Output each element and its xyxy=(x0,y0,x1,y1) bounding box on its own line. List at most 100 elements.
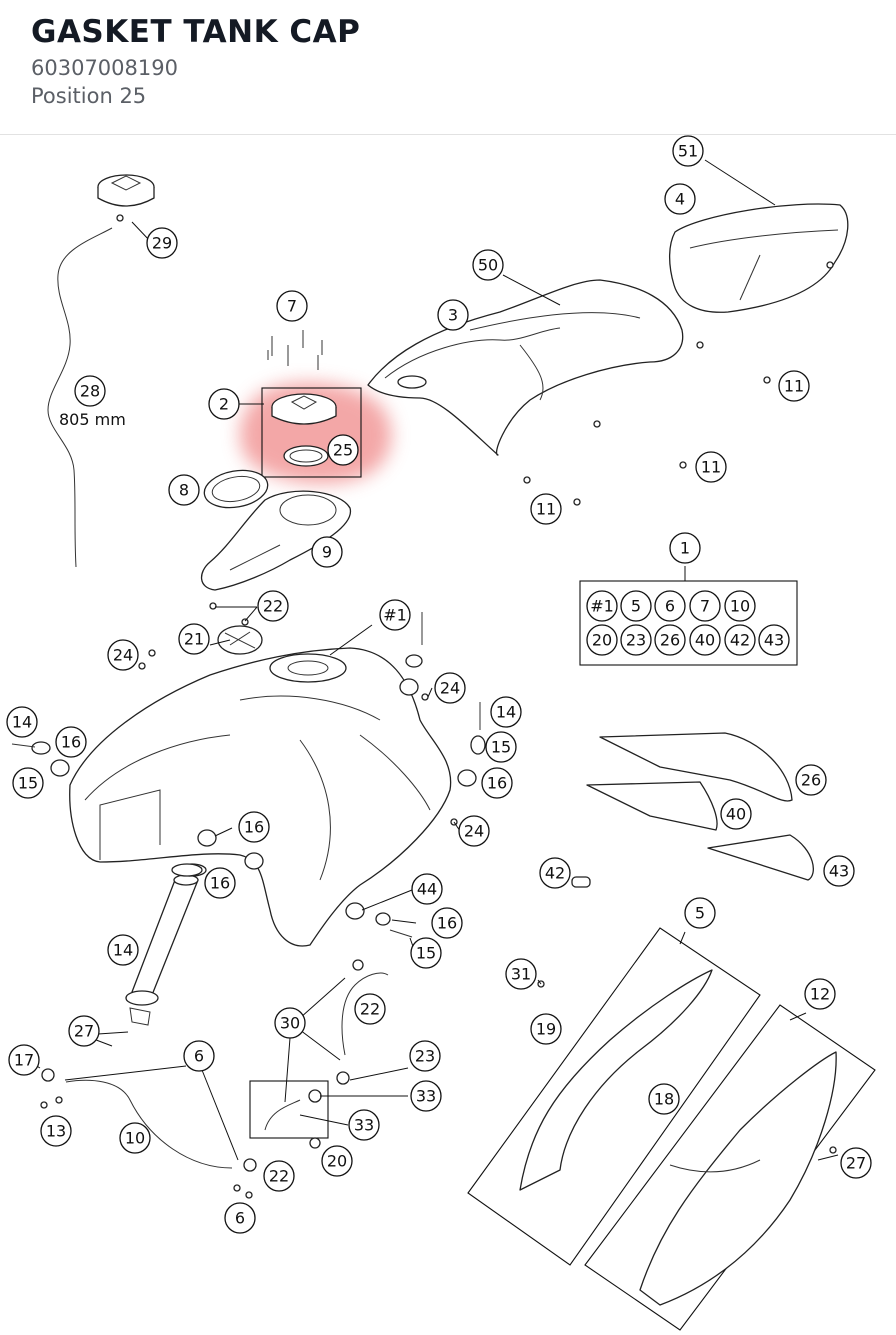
callout-51[interactable]: 51 xyxy=(672,135,704,167)
panel-box-30 xyxy=(584,1004,876,1331)
callout-4[interactable]: 4 xyxy=(664,183,696,215)
callout-label: 25 xyxy=(333,441,353,460)
callout-14[interactable]: 14 xyxy=(6,706,38,738)
callout-22[interactable]: 22 xyxy=(354,993,386,1025)
callout-40[interactable]: 40 xyxy=(720,798,752,830)
callout-26[interactable]: 26 xyxy=(795,764,827,796)
callout-2[interactable]: 2 xyxy=(208,388,240,420)
callout-24[interactable]: 24 xyxy=(458,815,490,847)
callout-21[interactable]: 21 xyxy=(178,623,210,655)
callout-17[interactable]: 17 xyxy=(8,1044,40,1076)
callout-label: 16 xyxy=(61,733,81,752)
callout-circle xyxy=(410,937,442,969)
callout-44[interactable]: 44 xyxy=(411,873,443,905)
callout-14[interactable]: 14 xyxy=(490,696,522,728)
position-label: Position 25 xyxy=(31,84,147,108)
callout-10[interactable]: 10 xyxy=(119,1122,151,1154)
callout-14[interactable]: 14 xyxy=(107,934,139,966)
callout-6[interactable]: 6 xyxy=(224,1202,256,1234)
callout-circle xyxy=(431,907,463,939)
callout-16[interactable]: 16 xyxy=(481,767,513,799)
callout-16[interactable]: 16 xyxy=(238,811,270,843)
callout-6[interactable]: 6 xyxy=(183,1040,215,1072)
callout-7[interactable]: 7 xyxy=(276,290,308,322)
callout-circle xyxy=(107,934,139,966)
callout-kit1[interactable]: #1 xyxy=(586,590,618,622)
callout-33[interactable]: 33 xyxy=(410,1080,442,1112)
callout-20[interactable]: 20 xyxy=(586,624,618,656)
callout-6[interactable]: 6 xyxy=(654,590,686,622)
grommets xyxy=(11,612,486,938)
callout-33[interactable]: 33 xyxy=(348,1109,380,1141)
callout-circle xyxy=(778,370,810,402)
callout-label: 15 xyxy=(18,774,38,793)
callout-circle xyxy=(664,183,696,215)
callout-7[interactable]: 7 xyxy=(689,590,721,622)
callout-label: 16 xyxy=(244,818,264,837)
callout-16[interactable]: 16 xyxy=(55,726,87,758)
callout-circle xyxy=(379,599,411,631)
callout-label: 7 xyxy=(700,597,710,616)
callout-26[interactable]: 26 xyxy=(654,624,686,656)
callout-circle xyxy=(411,873,443,905)
callout-label: 3 xyxy=(448,306,458,325)
kit-box-1 xyxy=(579,580,798,666)
callout-circle xyxy=(724,624,756,656)
callout-label: 43 xyxy=(829,862,849,881)
callout-28[interactable]: 28 xyxy=(74,375,106,407)
small-screws xyxy=(40,376,837,1199)
callout-label: #1 xyxy=(383,606,407,625)
callout-18[interactable]: 18 xyxy=(648,1083,680,1115)
callout-27[interactable]: 27 xyxy=(68,1015,100,1047)
callout-1[interactable]: 1 xyxy=(669,532,701,564)
callout-50[interactable]: 50 xyxy=(472,249,504,281)
callout-12[interactable]: 12 xyxy=(804,978,836,1010)
callout-label: 50 xyxy=(478,256,498,275)
callout-label: 2 xyxy=(219,395,229,414)
callout-22[interactable]: 22 xyxy=(257,590,289,622)
callout-30[interactable]: 30 xyxy=(274,1007,306,1039)
callout-5[interactable]: 5 xyxy=(684,897,716,929)
callout-13[interactable]: 13 xyxy=(40,1115,72,1147)
callout-15[interactable]: 15 xyxy=(485,731,517,763)
callout-42[interactable]: 42 xyxy=(724,624,756,656)
callout-3[interactable]: 3 xyxy=(437,299,469,331)
filler-cap-top xyxy=(97,174,155,222)
callout-circle xyxy=(183,1040,215,1072)
callout-9[interactable]: 9 xyxy=(311,536,343,568)
callout-29[interactable]: 29 xyxy=(146,227,178,259)
callout-5[interactable]: 5 xyxy=(620,590,652,622)
callout-43[interactable]: 43 xyxy=(823,855,855,887)
callout-24[interactable]: 24 xyxy=(434,672,466,704)
callout-11[interactable]: 11 xyxy=(695,451,727,483)
callout-23[interactable]: 23 xyxy=(409,1040,441,1072)
callout-15[interactable]: 15 xyxy=(12,767,44,799)
callout-42[interactable]: 42 xyxy=(539,857,571,889)
callout-11[interactable]: 11 xyxy=(778,370,810,402)
fuel-tank xyxy=(69,647,452,947)
callout-label: 18 xyxy=(654,1090,674,1109)
callout-16[interactable]: 16 xyxy=(204,867,236,899)
callout-27[interactable]: 27 xyxy=(840,1147,872,1179)
callout-23[interactable]: 23 xyxy=(620,624,652,656)
callout-label: 9 xyxy=(322,543,332,562)
callout-label: 40 xyxy=(695,631,715,650)
callout-11[interactable]: 11 xyxy=(530,493,562,525)
callout-8[interactable]: 8 xyxy=(168,474,200,506)
callout-19[interactable]: 19 xyxy=(530,1013,562,1045)
callout-24[interactable]: 24 xyxy=(107,639,139,671)
callout-16[interactable]: 16 xyxy=(431,907,463,939)
bolts-position-7 xyxy=(267,330,323,370)
callout-circle xyxy=(257,590,289,622)
callout-40[interactable]: 40 xyxy=(689,624,721,656)
callout-15[interactable]: 15 xyxy=(410,937,442,969)
callout-31[interactable]: 31 xyxy=(505,958,537,990)
callout-10[interactable]: 10 xyxy=(724,590,756,622)
callout-20[interactable]: 20 xyxy=(321,1145,353,1177)
callout-22[interactable]: 22 xyxy=(263,1160,295,1192)
callout-circle xyxy=(107,639,139,671)
cap-part-2 xyxy=(271,393,337,425)
callout-kit1[interactable]: #1 xyxy=(379,599,411,631)
callout-25[interactable]: 25 xyxy=(327,434,359,466)
callout-43[interactable]: 43 xyxy=(758,624,790,656)
